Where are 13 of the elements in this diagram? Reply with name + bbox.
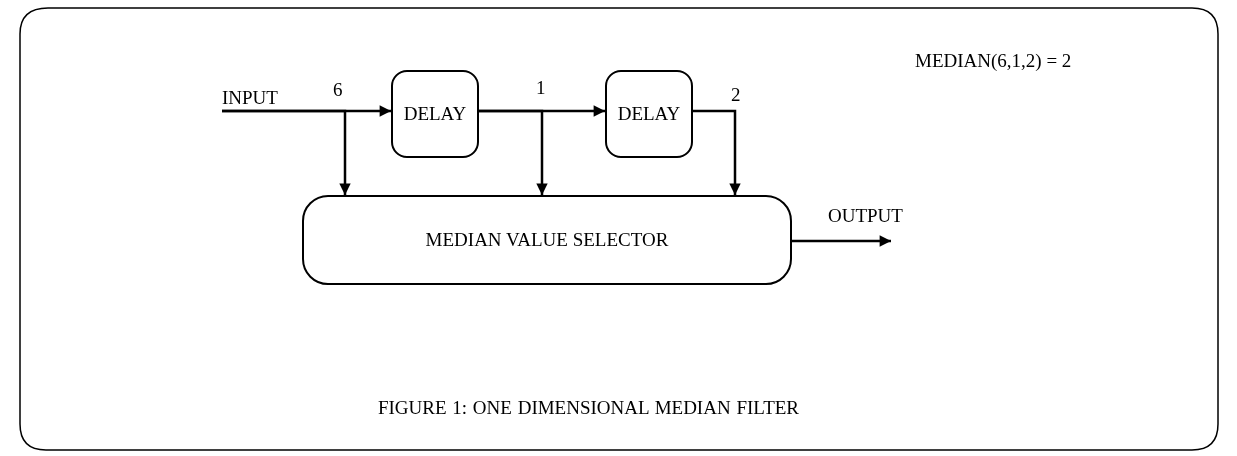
node-label: DELAY <box>403 103 467 125</box>
signal-value: 1 <box>536 78 546 97</box>
signal-value: 6 <box>333 80 343 99</box>
delay-box <box>605 70 693 158</box>
signal-value: 2 <box>731 85 741 104</box>
selector-box <box>302 195 792 285</box>
edge-label: OUTPUT <box>828 206 903 225</box>
edge-label: INPUT <box>222 88 278 107</box>
node-label: MEDIAN VALUE SELECTOR <box>425 229 669 251</box>
figure-caption: FIGURE 1: ONE DIMENSIONAL MEDIAN FILTER <box>376 398 801 417</box>
note-text: MEDIAN(6,1,2) = 2 <box>915 51 1072 70</box>
node-label: DELAY <box>617 103 681 125</box>
delay-box <box>391 70 479 158</box>
